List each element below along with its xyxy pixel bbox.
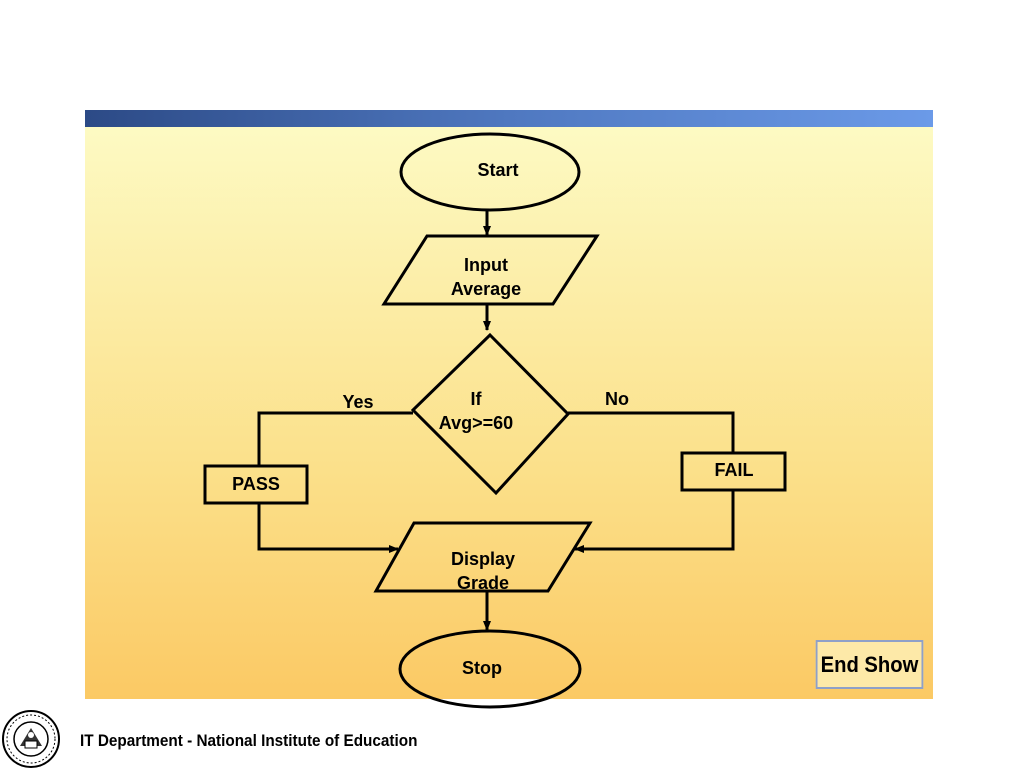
decision-label-line1: If	[471, 389, 483, 409]
decision-diamond	[410, 332, 571, 496]
end-show-button[interactable]: End Show	[815, 640, 924, 689]
input-parallelogram	[381, 234, 600, 306]
connector-fail-display	[574, 490, 735, 553]
fail-label: FAIL	[715, 460, 754, 480]
input-label-line1: Input	[464, 255, 508, 275]
connector-decision-pass	[257, 411, 413, 466]
display-parallelogram	[373, 521, 593, 593]
start-label: Start	[477, 160, 518, 180]
input-label-line2: Average	[451, 279, 521, 299]
stop-terminal	[398, 629, 582, 709]
connector-decision-fail	[568, 411, 735, 453]
institute-logo	[2, 710, 60, 768]
decision-label-line2: Avg>=60	[439, 413, 513, 433]
display-label-line2: Grade	[457, 573, 509, 593]
title-bar	[85, 110, 933, 127]
pass-process-box	[203, 464, 309, 505]
fail-process-box	[680, 451, 787, 492]
no-branch-label: No	[605, 389, 629, 409]
display-label-line1: Display	[451, 549, 515, 569]
slide-background	[85, 127, 933, 699]
connector-pass-display	[257, 503, 399, 553]
start-terminal	[399, 132, 581, 212]
pass-label: PASS	[232, 474, 280, 494]
connectors	[257, 210, 735, 631]
stop-label: Stop	[462, 658, 502, 678]
yes-branch-label: Yes	[342, 392, 373, 412]
footer-text: IT Department - National Institute of Ed…	[80, 731, 418, 750]
